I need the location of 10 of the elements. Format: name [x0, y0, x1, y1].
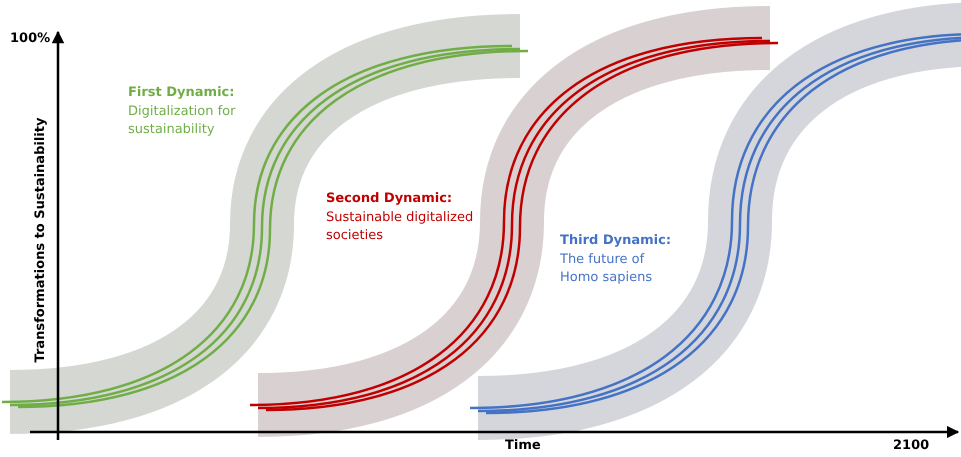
description: Sustainable digitalized societies — [326, 209, 474, 245]
description: The future of Homo sapiens — [560, 251, 654, 287]
axis-title: Time — [505, 437, 541, 455]
axis-tick-label: 100% — [10, 30, 50, 48]
axis-tick-label: 2100 — [893, 437, 930, 455]
heading: Third Dynamic: — [560, 232, 672, 250]
description: Digitalization for sustainability — [128, 103, 236, 139]
axis-title: Transformations to Sustainability — [32, 116, 49, 364]
heading: First Dynamic: — [128, 84, 234, 102]
heading: Second Dynamic: — [326, 190, 452, 208]
